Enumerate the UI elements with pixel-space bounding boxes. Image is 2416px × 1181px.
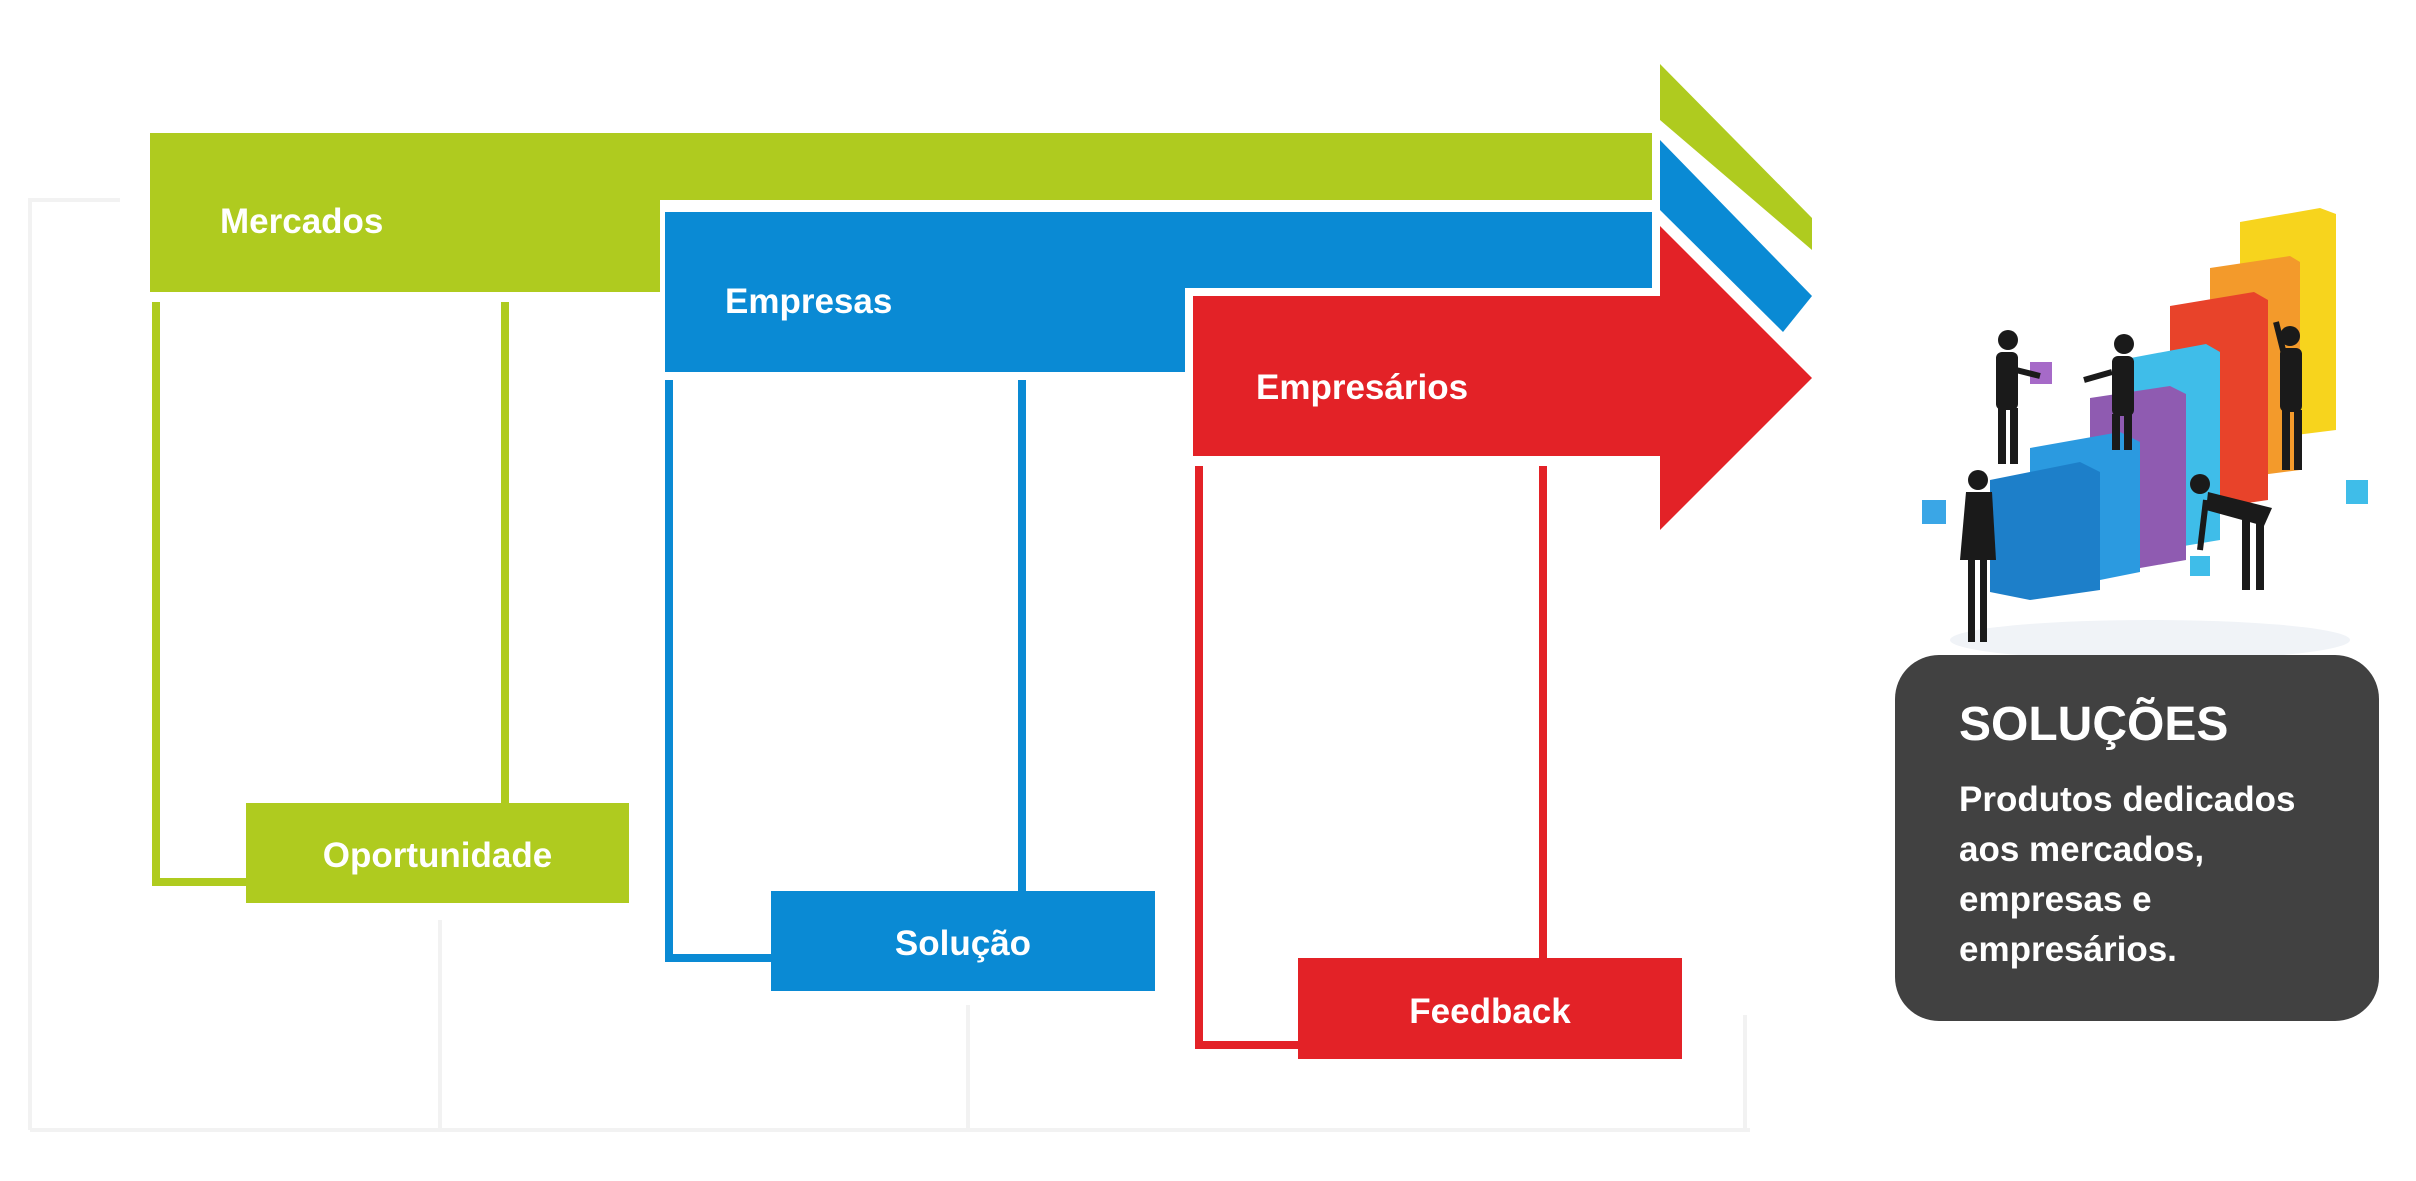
- solucoes-panel: SOLUÇÕES Produtos dedicados aos mercados…: [1895, 655, 2379, 1021]
- solucao-box: [771, 891, 1155, 991]
- mercados-label: Mercados: [220, 202, 384, 241]
- empresas-label: Empresas: [725, 282, 893, 321]
- oportunidade-label: Oportunidade: [322, 836, 553, 875]
- solucao-label: Solução: [894, 924, 1032, 963]
- empresarios-bracket: [1195, 466, 1547, 1049]
- mercados-band: [150, 64, 1812, 292]
- oportunidade-box: [246, 803, 629, 903]
- panel-text: Produtos dedicados aos mercados, empresa…: [1959, 780, 2296, 969]
- feedback-box: [1298, 958, 1682, 1059]
- empresarios-arrow: [1193, 226, 1812, 530]
- empresarios-label: Empresários: [1256, 368, 1469, 407]
- feedback-label: Feedback: [1409, 992, 1571, 1031]
- business-illustration: [1922, 208, 2368, 660]
- empresas-band: [665, 140, 1812, 372]
- mercados-bracket: [152, 302, 509, 886]
- panel-title: SOLUÇÕES: [1959, 698, 2229, 751]
- empresas-bracket: [665, 380, 1026, 962]
- faint-connector-lines: [28, 198, 1750, 1132]
